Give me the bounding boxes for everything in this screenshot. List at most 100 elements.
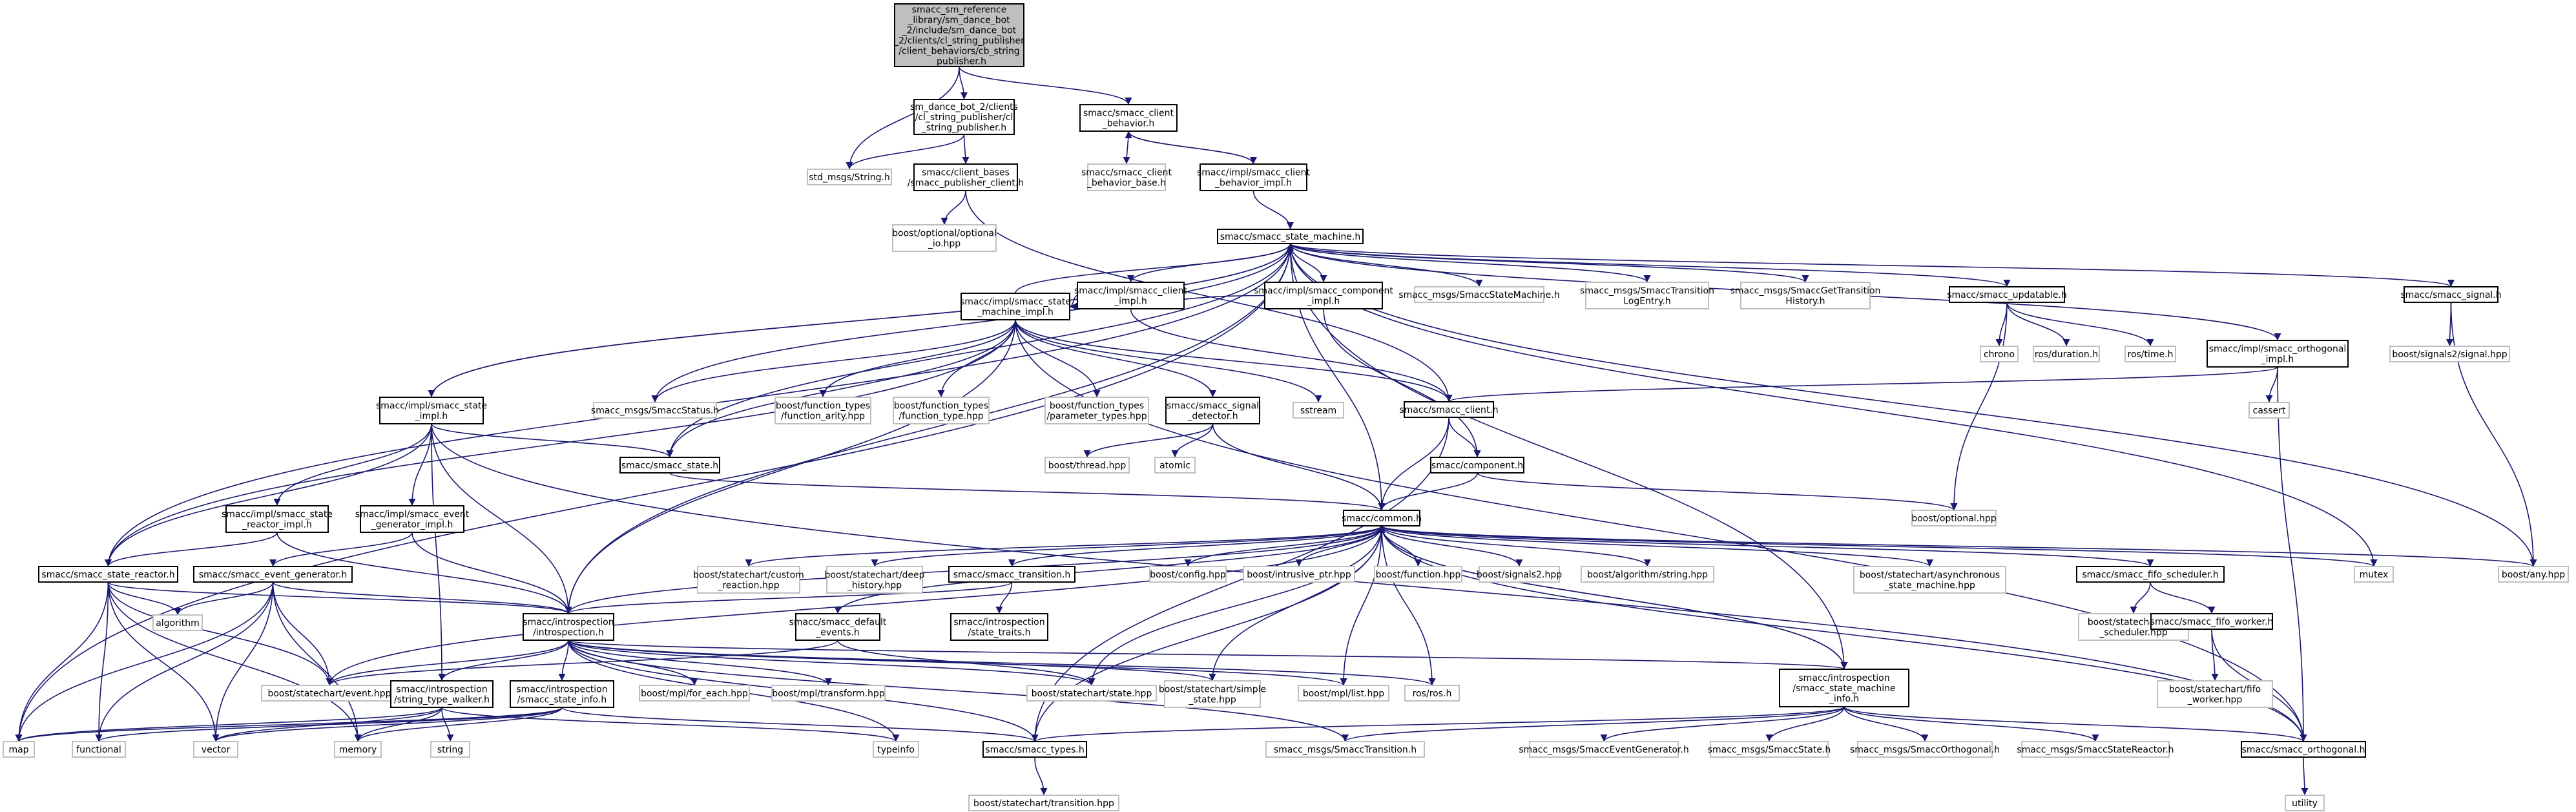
edge-line xyxy=(565,319,1016,614)
edge-state-machine-info-to-smacc-orthogonal xyxy=(1844,706,2307,742)
node-smacc-updatable[interactable]: smacc/smacc_updatable.h xyxy=(1947,286,2067,303)
node-smacc-common[interactable]: smacc/common.h xyxy=(1342,510,1422,526)
node-smacc-types[interactable]: smacc/smacc_types.h xyxy=(982,741,1087,758)
node-fifo-worker[interactable]: smacc/smacc_fifo_worker.h xyxy=(2150,613,2274,630)
node-box xyxy=(2033,346,2100,362)
node-smacc-msgs-orthogonal: smacc_msgs/SmaccOrthogonal.h xyxy=(1850,741,2000,758)
node-label-line: smacc/smacc_orthogonal.h xyxy=(2242,745,2365,755)
node-state-machine-impl[interactable]: smacc/impl/smacc_state_machine_impl.h xyxy=(960,293,1071,320)
edge-smacc-client-to-smacc-component xyxy=(1448,417,1481,458)
node-label-line: _detector.h xyxy=(1187,411,1238,422)
node-orthogonal-impl[interactable]: smacc/impl/smacc_orthogonal_impl.h xyxy=(2207,340,2349,368)
edge-line xyxy=(272,581,572,614)
node-introspection[interactable]: smacc/introspection/introspection.h xyxy=(523,613,614,641)
node-box xyxy=(771,685,886,702)
node-label-line: boost/statechart/custom xyxy=(693,570,804,581)
edge-line xyxy=(568,640,1436,686)
node-label-line: _impl.h xyxy=(415,411,448,422)
node-state-machine-info[interactable]: smacc/introspection/smacc_state_machine_… xyxy=(1779,669,1909,707)
node-client-impl[interactable]: smacc/impl/smacc_client_impl.h xyxy=(1074,282,1188,309)
node-state-reactor[interactable]: smacc/smacc_state_reactor.h xyxy=(38,566,178,583)
node-label-line: smacc/smacc_client.h xyxy=(1399,405,1498,415)
node-vector: vector xyxy=(193,741,238,758)
node-client-behavior-impl[interactable]: smacc/impl/smacc_client_behavior_impl.h xyxy=(1197,163,1311,191)
node-label-line: _reactor_impl.h xyxy=(242,520,312,530)
node-label-line: _behavior_base.h xyxy=(1086,178,1166,189)
node-string-type-walker[interactable]: smacc/introspection/string_type_walker.h xyxy=(390,680,493,708)
node-label-line: algorithm xyxy=(156,618,200,629)
edge-orthogonal-impl-to-smacc-orthogonal xyxy=(2277,366,2307,742)
node-label-line: boost/thread.hpp xyxy=(1048,461,1127,471)
edge-smacc-common-to-sc-async-sm xyxy=(1381,525,1933,567)
node-memory: memory xyxy=(334,741,382,758)
node-smacc-transition[interactable]: smacc/smacc_transition.h xyxy=(948,566,1075,583)
edge-introspection-to-sc-state xyxy=(568,640,1096,686)
node-box xyxy=(2498,566,2569,583)
edge-line xyxy=(1289,243,2011,287)
node-box xyxy=(826,566,923,594)
edge-state-info-to-memory xyxy=(354,707,563,742)
edge-state-machine-impl-to-sstream xyxy=(1015,319,1322,403)
node-label-line: smacc_msgs/SmaccStatus.h xyxy=(591,406,719,416)
node-box xyxy=(2249,402,2290,419)
node-label-line: boost/function_types xyxy=(776,401,870,411)
node-box xyxy=(697,566,800,594)
node-box xyxy=(774,397,871,424)
node-component-impl[interactable]: smacc/impl/smacc_component_impl.h xyxy=(1254,282,1393,309)
node-smacc-msgs-statemachine: smacc_msgs/SmaccStateMachine.h xyxy=(1398,286,1560,303)
node-boost-signals2-signal: boost/signals2/signal.hpp xyxy=(2389,346,2510,362)
node-state-reactor-impl[interactable]: smacc/impl/smacc_state_reactor_impl.h xyxy=(222,505,333,533)
node-box xyxy=(1479,566,1560,583)
node-smacc-msgs-statereactor: smacc_msgs/SmaccStateReactor.h xyxy=(2017,741,2174,758)
edge-line xyxy=(2277,366,2307,742)
node-label-line: /introspection.h xyxy=(533,628,604,638)
node-signal-detector[interactable]: smacc/smacc_signal_detector.h xyxy=(1165,397,1260,424)
node-event-generator-impl[interactable]: smacc/impl/smacc_event_generator_impl.h xyxy=(355,505,470,533)
node-smacc-component[interactable]: smacc/component.h xyxy=(1430,457,1524,474)
node-smacc-signal[interactable]: smacc/smacc_signal.h xyxy=(2400,286,2502,303)
edge-line xyxy=(959,66,1132,105)
node-cl-string-publisher[interactable]: sm_dance_bot_2/clients/cl_string_publish… xyxy=(910,99,1018,135)
node-state-info[interactable]: smacc/introspection/smacc_state_info.h xyxy=(510,680,614,708)
node-label-line: map xyxy=(8,745,28,755)
node-map: map xyxy=(3,741,35,758)
node-label-line: _library/sm_dance_bot xyxy=(908,16,1010,26)
edge-line xyxy=(431,423,674,458)
node-default-events[interactable]: smacc/smacc_default_events.h xyxy=(789,613,887,641)
node-label-line: std_msgs/String.h xyxy=(809,172,890,183)
edge-line xyxy=(174,581,274,616)
node-label-line: _impl.h xyxy=(1307,297,1340,307)
node-smacc-client[interactable]: smacc/smacc_client.h xyxy=(1399,401,1499,418)
node-client-behavior[interactable]: smacc/smacc_client_behavior.h xyxy=(1079,104,1178,132)
edge-line xyxy=(95,707,563,742)
node-fifo-scheduler[interactable]: smacc/smacc_fifo_scheduler.h xyxy=(2076,566,2225,583)
edge-line xyxy=(104,423,432,567)
edge-root-to-client-behavior xyxy=(959,66,1132,105)
edge-signal-detector-to-atomic xyxy=(1171,423,1214,458)
node-label-line: /smacc_state_machine xyxy=(1792,683,1895,694)
node-box xyxy=(1293,402,1344,419)
edge-smacc-common-to-boost-algorithm-string xyxy=(1381,525,1651,567)
edge-smacc-client-to-smacc-common xyxy=(1378,417,1449,511)
edge-line xyxy=(2150,581,2216,614)
node-box xyxy=(1087,163,1166,191)
node-root[interactable]: smacc_sm_reference_library/sm_dance_bot_… xyxy=(893,3,1024,67)
edge-state-machine-info-to-smacc-msgs-state xyxy=(1765,706,1845,742)
node-label-line: smacc/smacc_signal.h xyxy=(2400,290,2501,300)
edge-state-reactor-to-vector xyxy=(107,581,220,742)
node-state-traits[interactable]: smacc/introspection/state_traits.h xyxy=(950,613,1048,641)
node-smacc-orthogonal[interactable]: smacc/smacc_orthogonal.h xyxy=(2241,741,2366,758)
node-state-impl[interactable]: smacc/impl/smacc_state_impl.h xyxy=(376,397,487,424)
edge-line xyxy=(1950,302,2008,511)
edge-line xyxy=(1381,525,2378,567)
node-state-machine[interactable]: smacc/smacc_state_machine.h xyxy=(1217,229,1364,244)
node-box xyxy=(1149,566,1227,583)
node-smacc-publisher-client[interactable]: smacc/client_bases/smacc_publisher_clien… xyxy=(908,163,1024,191)
node-label-line: smacc/component.h xyxy=(1431,461,1523,471)
node-label-line: smacc/impl/smacc_component xyxy=(1254,286,1393,297)
node-label-line: ros/time.h xyxy=(2128,349,2174,360)
node-smacc-state[interactable]: smacc/smacc_state.h xyxy=(619,457,720,474)
node-event-generator[interactable]: smacc/smacc_event_generator.h xyxy=(193,566,353,583)
node-label-line: smacc/common.h xyxy=(1342,514,1422,524)
node-label-line: sstream xyxy=(1300,406,1336,416)
